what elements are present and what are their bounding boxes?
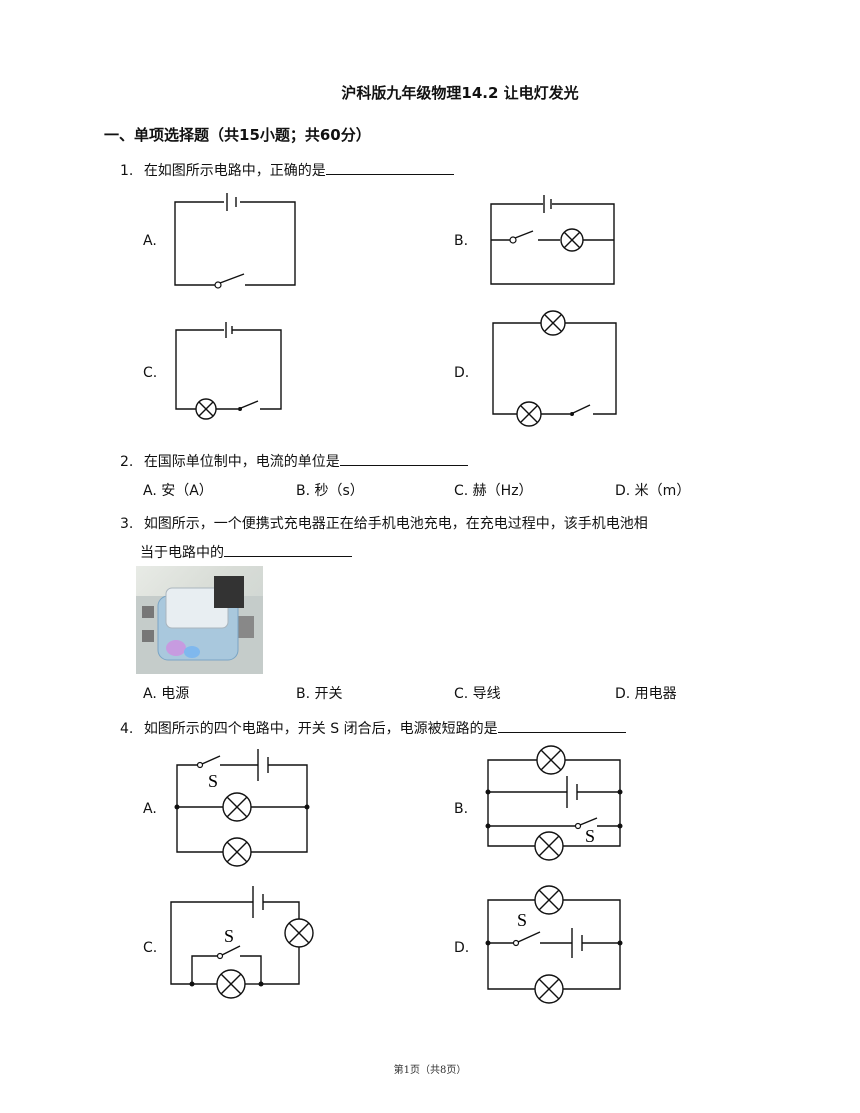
switch-label: S (208, 771, 218, 791)
option-c-label[interactable]: C. (143, 940, 158, 956)
option-a-label[interactable]: A. (143, 801, 157, 817)
question-4: 4. 如图所示的四个电路中，开关 S 闭合后，电源被短路的是 (120, 718, 626, 738)
question-text: 如图所示的四个电路中，开关 S 闭合后，电源被短路的是 (143, 721, 498, 737)
section-heading: 一、单项选择题（共15小题；共60分） (104, 126, 371, 144)
question-2: 2. 在国际单位制中，电流的单位是 (120, 451, 468, 471)
question-number: 2. (120, 454, 134, 470)
option-b-label[interactable]: B. (454, 801, 469, 817)
answer-blank (497, 718, 626, 733)
switch-label: S (517, 910, 527, 930)
question-number: 3. (120, 516, 134, 532)
option-c-label[interactable]: C. (143, 365, 158, 381)
option-a[interactable]: A. 电源 (143, 686, 190, 702)
option-c[interactable]: C. 导线 (454, 686, 501, 702)
charger-photo (136, 566, 263, 674)
answer-blank (224, 542, 352, 557)
question-3-continued: 当于电路中的 (140, 542, 352, 562)
circuit-4c: S (170, 886, 314, 999)
question-text-2: 当于电路中的 (140, 545, 224, 561)
circuit-4a: S (174, 749, 310, 867)
answer-blank (339, 451, 468, 466)
option-d-label[interactable]: D. (454, 365, 470, 381)
question-3: 3. 如图所示，一个便携式充电器正在给手机电池充电，在充电过程中，该手机电池相 (120, 513, 648, 533)
option-b[interactable]: B. 秒（s） (296, 483, 364, 499)
page-title: 沪科版九年级物理14.2 让电灯发光 (341, 84, 579, 102)
option-a-label[interactable]: A. (143, 233, 157, 249)
option-d[interactable]: D. 用电器 (615, 686, 677, 702)
question-number: 4. (120, 721, 134, 737)
circuit-1d (492, 310, 617, 427)
switch-label: S (224, 926, 234, 946)
question-1: 1. 在如图所示电路中，正确的是 (120, 160, 454, 180)
switch-label: S (585, 826, 595, 846)
option-b-label[interactable]: B. (454, 233, 469, 249)
option-d[interactable]: D. 米（m） (615, 483, 691, 499)
option-d-label[interactable]: D. (454, 940, 470, 956)
option-b[interactable]: B. 开关 (296, 686, 343, 702)
circuit-1a (174, 193, 296, 289)
question-text: 在如图所示电路中，正确的是 (143, 163, 326, 179)
circuit-4b: S (485, 745, 623, 861)
page-footer: 第1页（共8页） (393, 1065, 467, 1076)
question-number: 1. (120, 163, 134, 179)
question-text: 在国际单位制中，电流的单位是 (143, 454, 340, 470)
circuit-1b (490, 195, 615, 285)
option-c[interactable]: C. 赫（Hz） (454, 483, 533, 499)
question-text: 如图所示，一个便携式充电器正在给手机电池充电，在充电过程中，该手机电池相 (143, 516, 648, 532)
circuit-4d: S (485, 885, 623, 1004)
answer-blank (325, 160, 454, 175)
option-a[interactable]: A. 安（A） (143, 483, 213, 499)
circuit-1c (175, 322, 282, 420)
